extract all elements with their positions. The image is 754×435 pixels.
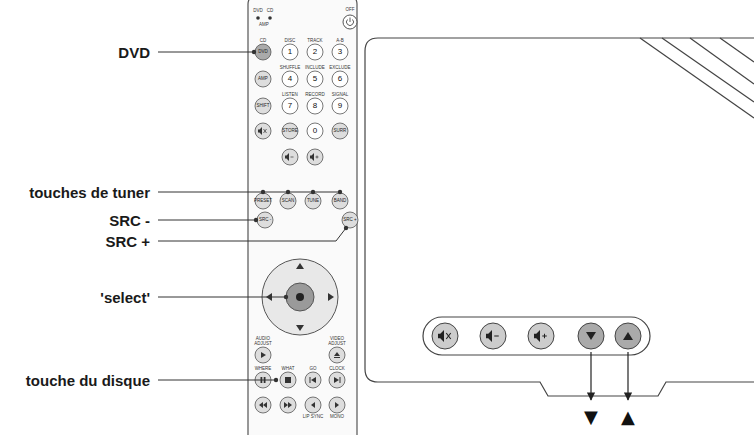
button-caption: TRACK xyxy=(307,39,322,44)
callout-label: 'select' xyxy=(100,290,150,305)
number-key: 7 xyxy=(288,102,292,110)
button-label: SRC - xyxy=(259,218,271,223)
button-label: STORE xyxy=(282,129,297,134)
callout-label: DVD xyxy=(118,45,150,60)
button-caption: OFF xyxy=(346,8,355,13)
button-label: SURR xyxy=(334,129,347,134)
button-label: AMP xyxy=(258,77,268,82)
button-label: TUNE xyxy=(307,199,319,204)
button-caption: WHERE xyxy=(255,367,272,372)
arrow-label: ▼ xyxy=(584,408,598,426)
callout-label: SRC + xyxy=(105,234,150,249)
leader-lines xyxy=(158,52,346,380)
button-caption: CD xyxy=(260,39,267,44)
number-key: 6 xyxy=(338,75,342,83)
button-caption: GO xyxy=(309,367,316,372)
button-caption: DISC xyxy=(285,39,296,44)
arrow-label: ▲ xyxy=(621,408,635,426)
number-key: 2 xyxy=(313,48,317,56)
number-key: 8 xyxy=(313,102,317,110)
number-key: 5 xyxy=(313,75,317,83)
button-caption: LISTEN xyxy=(282,93,298,98)
button-caption: SHUFFLE xyxy=(280,66,301,71)
power-button xyxy=(343,15,357,29)
number-key: 4 xyxy=(288,75,292,83)
button-caption: EXCLUDE xyxy=(329,66,350,71)
button-caption: RECORD xyxy=(305,93,325,98)
remote-buttons xyxy=(255,44,358,413)
led-label: AMP xyxy=(259,23,269,28)
button-label: PRESET xyxy=(254,199,272,204)
button-label: SHIFT xyxy=(257,104,270,109)
number-key: 0 xyxy=(313,127,317,135)
button-caption: VIDEO ADJUST xyxy=(325,337,349,347)
button-caption: LIP SYNC xyxy=(303,415,323,420)
button-label: DVD xyxy=(258,50,268,55)
led-label: DVD xyxy=(253,9,263,14)
pointer-arrows xyxy=(591,352,628,400)
number-key: 1 xyxy=(288,48,292,56)
device-housing xyxy=(365,38,754,396)
button-caption: A-B xyxy=(336,39,344,44)
button-caption: MONO xyxy=(330,415,344,420)
callout-label: SRC - xyxy=(109,213,150,228)
callout-label: touches de tuner xyxy=(29,185,150,200)
button-caption: SIGNAL xyxy=(332,93,349,98)
number-key: 3 xyxy=(338,48,342,56)
button-caption: CLOCK xyxy=(329,367,345,372)
button-label: BAND xyxy=(334,199,347,204)
remote-body xyxy=(248,0,357,435)
button-caption: WHAT xyxy=(282,367,295,372)
callout-label: touche du disque xyxy=(26,373,150,388)
button-label: SRC + xyxy=(343,218,356,223)
button-caption: AUDIO ADJUST xyxy=(251,337,275,347)
number-key: 9 xyxy=(338,102,342,110)
button-caption: INCLUDE xyxy=(305,66,325,71)
button-label: SCAN xyxy=(282,199,295,204)
device-buttons xyxy=(432,323,641,349)
led-label: CD xyxy=(267,9,274,14)
leader-dots xyxy=(252,50,348,382)
